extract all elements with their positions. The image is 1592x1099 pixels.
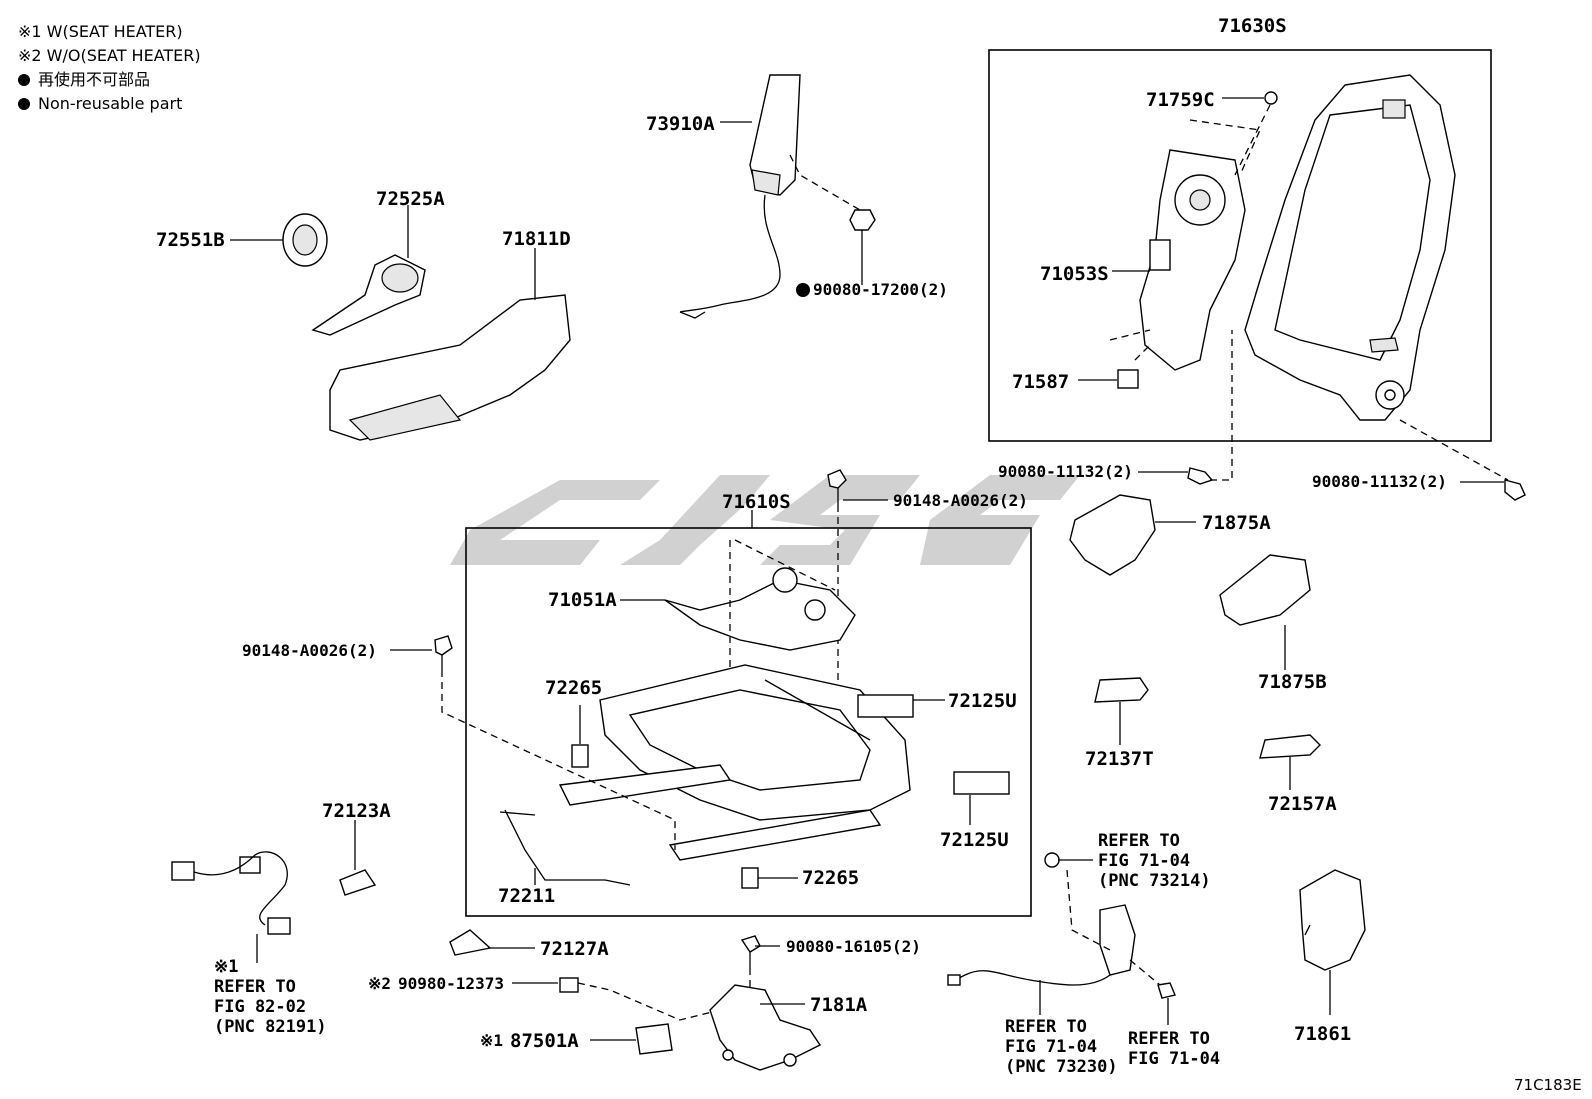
label-87501a-prefix: ※1 (480, 1031, 503, 1050)
diagram-code: 71C183E (1514, 1076, 1582, 1094)
label-71587: 71587 (1012, 371, 1069, 393)
label-72157a: 72157A (1268, 793, 1337, 815)
legend-nonreusable-en: Non-reusable part (18, 92, 201, 116)
label-71630s: 71630S (1218, 15, 1287, 37)
nut-71-04 (1157, 982, 1176, 999)
side-shield-71811d (329, 294, 571, 441)
legend-note-2: ※2 W/O(SEAT HEATER) (18, 46, 201, 65)
ref-harness-line1: REFER TO (214, 977, 296, 997)
lumbar-support-part (1139, 149, 1246, 371)
ref-73214-line1: REFER TO (1098, 831, 1180, 851)
module-87501a (635, 1023, 673, 1055)
clip-72265-bottom (741, 867, 759, 889)
ref-7104-line1: REFER TO (1128, 1029, 1210, 1049)
label-90080-11132-left: 90080-11132(2) (998, 462, 1133, 481)
cover-72127a (449, 929, 492, 956)
cushion-frame-71610s (558, 664, 911, 861)
ref-73214-line2: FIG 71-04 (1098, 851, 1190, 871)
label-72125u-bottom: 72125U (940, 829, 1009, 851)
knob-72551b (282, 213, 328, 267)
bolt-90148-left (434, 635, 453, 670)
seat-heater-harness (171, 851, 291, 935)
label-90148-top: 90148-A0026(2) (893, 491, 1028, 510)
nonreusable-jp-text: 再使用不可部品 (38, 70, 151, 89)
rod-72211 (504, 809, 631, 886)
bolt-90080-11132-right (1504, 479, 1526, 501)
bracket-7181a (709, 984, 822, 1071)
label-72211: 72211 (498, 885, 555, 907)
label-73910a: 73910A (646, 113, 715, 135)
ref-harness-line2: FIG 82-02 (214, 997, 306, 1017)
seatback-frame-box (988, 49, 1492, 442)
nut-71759c (1264, 91, 1278, 105)
legend-nonreusable-jp: 再使用不可部品 (18, 68, 201, 92)
nut-90080-17200 (849, 209, 876, 231)
ref-harness-line3: (PNC 82191) (214, 1017, 327, 1037)
bolt-90080-11132-left (1187, 467, 1214, 485)
cover-71875a (1069, 494, 1156, 576)
label-7181a: 7181A (810, 994, 868, 1016)
label-71759c: 71759C (1146, 89, 1215, 111)
label-72123a: 72123A (322, 800, 391, 822)
label-90980-12373: 90980-12373 (398, 974, 504, 993)
ref-73214-line3: (PNC 73214) (1098, 871, 1211, 891)
seat-cushion-frame-box (465, 527, 1032, 917)
label-72525a: 72525A (376, 188, 445, 210)
nonreusable-dot-icon (18, 98, 30, 110)
cover-72125u-top (857, 694, 914, 718)
clip-71587 (1117, 369, 1139, 389)
label-90980-prefix: ※2 (368, 974, 391, 993)
cover-72123a (339, 869, 377, 896)
nonreusable-dot-icon (18, 74, 30, 86)
label-72127a: 72127A (540, 938, 609, 960)
nonreusable-marker-icon (796, 283, 810, 297)
legend-note-1: ※1 W(SEAT HEATER) (18, 22, 183, 41)
label-72551b: 72551B (156, 229, 225, 251)
seatback-harness (947, 904, 1136, 986)
legend: ※1 W(SEAT HEATER) ※2 W/O(SEAT HEATER) 再使… (18, 20, 201, 116)
cover-72125u-bottom (953, 771, 1010, 795)
seatback-frame-part (1244, 74, 1456, 421)
cover-72157a (1259, 734, 1321, 759)
ref-73230-line3: (PNC 73230) (1005, 1057, 1118, 1077)
label-71610s: 71610S (722, 491, 791, 513)
cover-71875b (1219, 554, 1311, 626)
ref-7104-line2: FIG 71-04 (1128, 1049, 1220, 1069)
nut-73214 (1044, 852, 1060, 868)
lever-72525a (311, 254, 426, 336)
nonreusable-en-text: Non-reusable part (38, 94, 183, 113)
cover-72137t (1094, 677, 1149, 703)
ref-harness-prefix: ※1 (214, 957, 238, 977)
label-71875b: 71875B (1258, 671, 1327, 693)
clip-72265-top (571, 744, 589, 768)
label-71861: 71861 (1294, 1023, 1351, 1045)
headrest-support-part (679, 74, 801, 319)
label-90148-left: 90148-A0026(2) (242, 641, 377, 660)
label-72265-bottom: 72265 (802, 867, 859, 889)
ref-73230-line1: REFER TO (1005, 1017, 1087, 1037)
ref-73230-line2: FIG 71-04 (1005, 1037, 1097, 1057)
label-90080-17200: 90080-17200(2) (813, 280, 948, 299)
connector-90980-12373 (559, 977, 579, 993)
label-72265-top: 72265 (545, 677, 602, 699)
label-71053s: 71053S (1040, 263, 1109, 285)
label-90080-11132-right: 90080-11132(2) (1312, 472, 1447, 491)
label-71051a: 71051A (548, 589, 617, 611)
bolt-90080-16105 (740, 935, 761, 968)
harness-71051a (664, 567, 856, 651)
label-71811d: 71811D (502, 228, 571, 250)
label-71875a: 71875A (1202, 512, 1271, 534)
label-90080-16105: 90080-16105(2) (786, 937, 921, 956)
watermark-logo (450, 475, 1080, 565)
bolt-90148-top (827, 469, 847, 505)
label-72137t: 72137T (1085, 748, 1154, 770)
label-72125u-top: 72125U (948, 690, 1017, 712)
headrest-71861 (1299, 869, 1366, 971)
label-87501a: 87501A (510, 1030, 579, 1052)
